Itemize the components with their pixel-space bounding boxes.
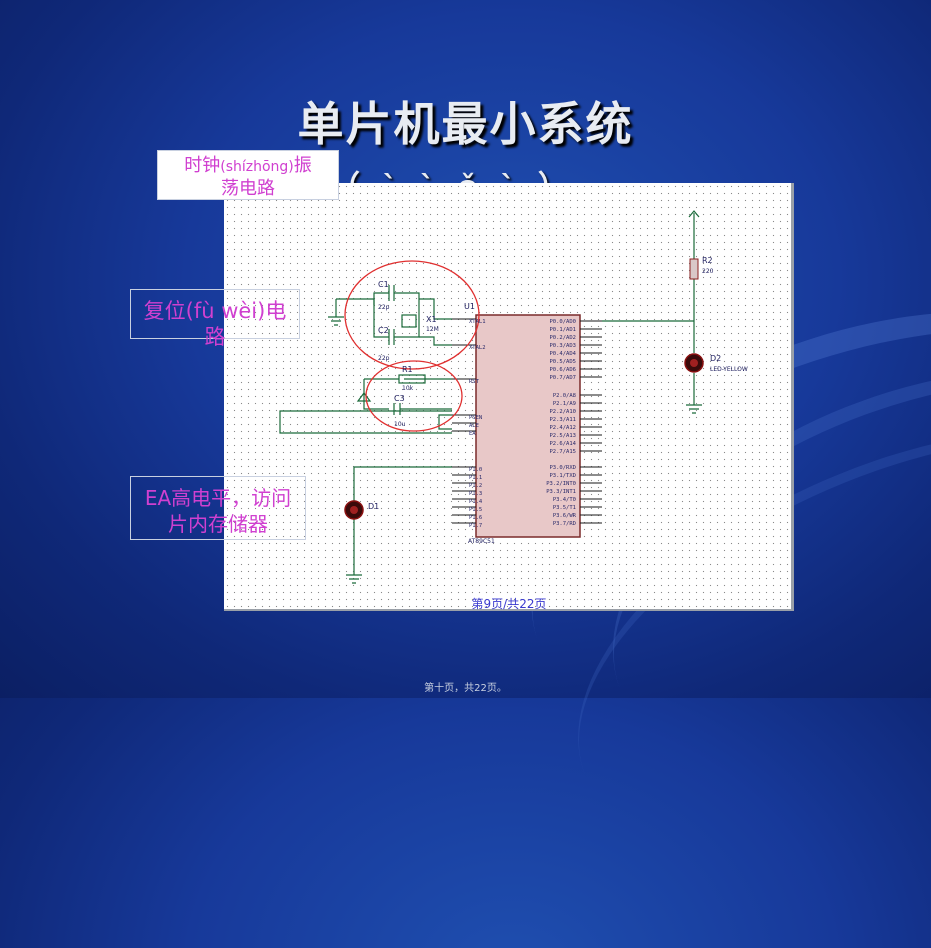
reset-highlight-circle	[365, 360, 463, 432]
svg-text:P1.0: P1.0	[469, 467, 482, 473]
svg-text:PSEN: PSEN	[469, 415, 482, 421]
svg-text:P2.4/A12: P2.4/A12	[550, 425, 577, 431]
svg-text:220: 220	[702, 268, 714, 275]
svg-text:P3.0/RXD: P3.0/RXD	[550, 465, 577, 471]
x1-crystal	[401, 314, 417, 328]
r2-label: R2	[702, 256, 713, 265]
svg-text:P1.6: P1.6	[469, 515, 482, 521]
slide-footer: 第十页，共22页。	[424, 683, 507, 694]
ground-symbol	[686, 404, 702, 414]
svg-text:P1.7: P1.7	[469, 523, 482, 529]
svg-text:P0.2/AD2: P0.2/AD2	[550, 335, 577, 341]
svg-text:P1.5: P1.5	[469, 507, 482, 513]
c2-capacitor	[388, 329, 395, 345]
svg-text:P1.2: P1.2	[469, 483, 482, 489]
svg-text:LED-YELLOW: LED-YELLOW	[710, 366, 748, 373]
svg-text:P1.4: P1.4	[469, 499, 483, 505]
svg-text:RST: RST	[469, 379, 480, 385]
r2-resistor	[689, 258, 699, 280]
svg-text:10u: 10u	[394, 421, 406, 428]
slide-title: 单片机最小系统	[297, 97, 634, 151]
svg-text:P3.6/WR: P3.6/WR	[553, 513, 577, 519]
u1-chip	[475, 314, 581, 538]
svg-text:10k: 10k	[402, 385, 414, 392]
svg-text:P3.4/T0: P3.4/T0	[553, 497, 576, 503]
c3-label: C3	[394, 394, 405, 403]
svg-text:P3.3/INT1: P3.3/INT1	[546, 489, 576, 495]
svg-text:AT89C51: AT89C51	[468, 538, 495, 545]
d1-label: D1	[368, 502, 379, 511]
svg-text:12M: 12M	[426, 326, 439, 333]
svg-text:P1.1: P1.1	[469, 475, 482, 481]
reset-circuit-callout: 复位(fù wèi)电 路	[130, 289, 300, 349]
svg-text:XTAL2: XTAL2	[469, 345, 486, 351]
svg-text:P0.3/AD3: P0.3/AD3	[550, 343, 577, 349]
svg-text:P2.2/A10: P2.2/A10	[550, 409, 577, 415]
svg-text:P2.6/A14: P2.6/A14	[550, 441, 577, 447]
clock-oscillator-callout: 时钟(shízhōng)振 荡电路	[157, 150, 339, 200]
c1-capacitor	[388, 285, 395, 301]
svg-text:P3.2/INT0: P3.2/INT0	[546, 481, 576, 487]
svg-text:P2.5/A13: P2.5/A13	[550, 433, 577, 439]
u1-label: U1	[464, 302, 475, 311]
svg-text:P1.3: P1.3	[469, 491, 482, 497]
svg-text:P2.7/A15: P2.7/A15	[550, 449, 577, 455]
svg-text:EA: EA	[469, 431, 476, 437]
svg-text:ALE: ALE	[469, 423, 479, 429]
ground-symbol	[328, 316, 344, 326]
c1-label: C1	[378, 280, 389, 289]
schematic-drawing: C1 22p C2 22p X1 12M R1 10k C3 10u U1 AT…	[279, 210, 748, 584]
svg-text:XTAL1: XTAL1	[469, 319, 486, 325]
r1-label: R1	[402, 365, 413, 374]
svg-text:P3.5/T1: P3.5/T1	[553, 505, 576, 511]
svg-text:P0.1/AD1: P0.1/AD1	[550, 327, 577, 333]
d2-label: D2	[710, 354, 721, 363]
svg-text:P0.4/AD4: P0.4/AD4	[550, 351, 577, 357]
svg-text:P3.1/TXD: P3.1/TXD	[550, 473, 577, 479]
page-indicator: 第9页/共22页	[471, 597, 547, 611]
clock-highlight-circle	[344, 260, 480, 370]
svg-text:P2.1/A9: P2.1/A9	[553, 401, 576, 407]
x1-label: X1	[426, 315, 437, 324]
svg-text:22p: 22p	[378, 304, 390, 311]
ground-symbol	[346, 574, 362, 584]
svg-text:P2.0/A8: P2.0/A8	[553, 393, 576, 399]
circuit-schematic: C1 22p C2 22p X1 12M R1 10k C3 10u U1 AT…	[224, 183, 794, 611]
c2-label: C2	[378, 326, 389, 335]
svg-text:P0.0/AD0: P0.0/AD0	[550, 319, 577, 325]
svg-text:22p: 22p	[378, 355, 390, 362]
svg-text:P0.5/AD5: P0.5/AD5	[550, 359, 577, 365]
svg-text:P0.7/AD7: P0.7/AD7	[550, 375, 577, 381]
svg-text:P3.7/RD: P3.7/RD	[553, 521, 576, 527]
c3-capacitor	[393, 403, 401, 415]
svg-text:P2.3/A11: P2.3/A11	[550, 417, 577, 423]
ea-high-callout: EA高电平，访问 片内存储器	[130, 476, 306, 540]
svg-text:P0.6/AD6: P0.6/AD6	[550, 367, 577, 373]
